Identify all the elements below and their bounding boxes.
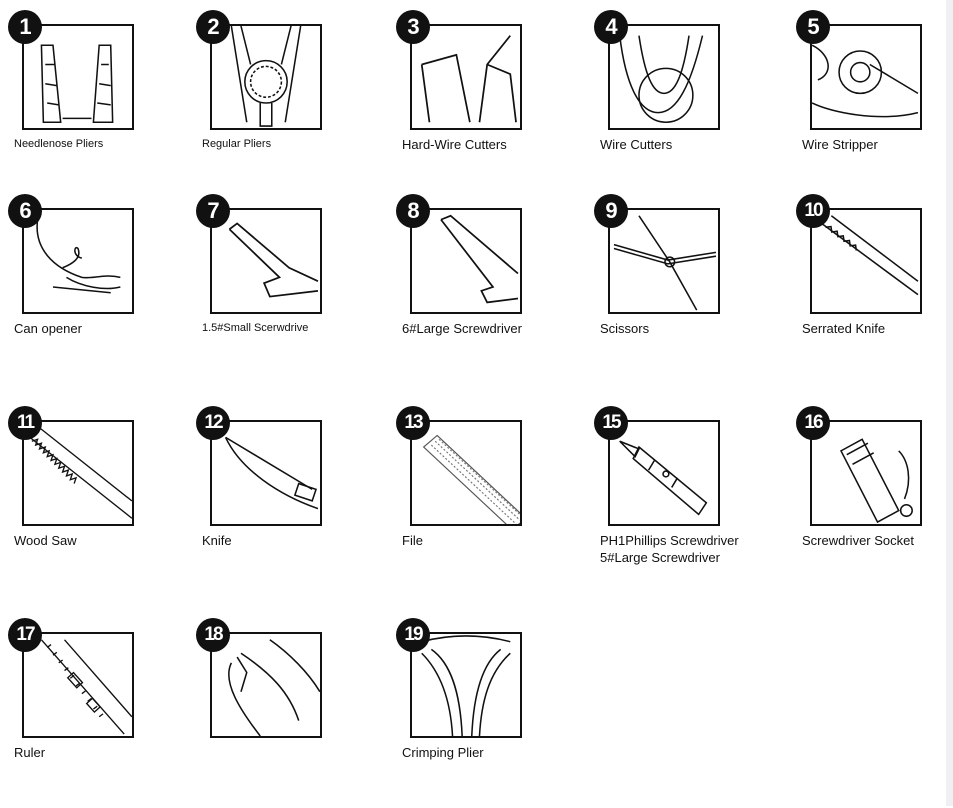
tool-number-badge: 16 <box>796 406 830 440</box>
large-screwdriver-icon <box>410 208 522 314</box>
tool-label: Scissors <box>600 321 650 336</box>
tool-label: Wire Stripper <box>802 137 878 152</box>
tool-label-secondary: 5#Large Screwdriver <box>600 550 720 565</box>
tool-number-badge: 7 <box>196 194 230 228</box>
wire-stripper-icon <box>810 24 922 130</box>
tool-number-badge: 17 <box>8 618 42 652</box>
tool-number-badge: 13 <box>396 406 430 440</box>
tool-tile-11: 11 Wood Saw <box>8 406 193 596</box>
tool-tile-4: 4 Wire Cutters <box>594 10 779 200</box>
screwdriver-socket-icon <box>810 420 922 526</box>
tool-tile-18: 18 <box>196 618 381 808</box>
hard-wire-cutters-icon <box>410 24 522 130</box>
crimping-plier-icon <box>410 632 522 738</box>
tool-label: Ruler <box>14 745 46 760</box>
tool-tile-15: 15 PH1Phillips Screwdriver 5#Large Screw… <box>594 406 779 596</box>
tool-tile-5: 5 Wire Stripper <box>796 10 953 200</box>
tool-number-badge: 9 <box>594 194 628 228</box>
tool-label: File <box>402 533 423 548</box>
tool-label: Crimping Plier <box>402 745 484 760</box>
tool-label: Can opener <box>14 321 82 336</box>
tool-tile-10: 10 Serrated Knife <box>796 194 953 384</box>
tool-tile-7: 7 1.5#Small Scerwdrive <box>196 194 381 384</box>
tool-number-badge: 12 <box>196 406 230 440</box>
tool-number-badge: 18 <box>196 618 230 652</box>
tool-label: Knife <box>202 533 232 548</box>
tool-label: 6#Large Screwdriver <box>402 321 522 336</box>
tool-tile-8: 8 6#Large Screwdriver <box>396 194 581 384</box>
tool-number-badge: 6 <box>8 194 42 228</box>
tool-number-badge: 5 <box>796 10 830 44</box>
tool-label: Hard-Wire Cutters <box>402 137 507 152</box>
tool-tile-12: 12 Knife <box>196 406 381 596</box>
tool-label: PH1Phillips Screwdriver <box>600 533 739 548</box>
tool-label: 1.5#Small Scerwdrive <box>202 322 309 334</box>
phillips-screwdriver-icon <box>608 420 720 526</box>
tool-label: Wood Saw <box>14 533 77 548</box>
tool-label: Wire Cutters <box>600 137 673 152</box>
tool-label: Regular Pliers <box>202 138 272 150</box>
tool-number-badge: 1 <box>8 10 42 44</box>
can-opener-icon <box>22 208 134 314</box>
tool-label: Needlenose Pliers <box>14 138 104 150</box>
tool-tile-2: 2 Regular Pliers <box>196 10 381 200</box>
pliers-closeup-icon <box>210 632 322 738</box>
scissors-icon <box>608 208 720 314</box>
knife-icon <box>210 420 322 526</box>
tool-number-badge: 4 <box>594 10 628 44</box>
file-icon <box>410 420 522 526</box>
wire-cutters-icon <box>608 24 720 130</box>
wood-saw-icon <box>22 420 134 526</box>
tool-tile-1: 1 Needlenose Pliers <box>8 10 193 200</box>
small-screwdriver-icon <box>210 208 322 314</box>
tool-number-badge: 19 <box>396 618 430 652</box>
tool-number-badge: 2 <box>196 10 230 44</box>
tool-tile-9: 9 Scissors <box>594 194 779 384</box>
tool-label: Screwdriver Socket <box>802 533 914 548</box>
serrated-knife-icon <box>810 208 922 314</box>
needlenose-pliers-icon <box>22 24 134 130</box>
right-edge-strip <box>946 0 953 806</box>
ruler-icon <box>22 632 134 738</box>
tool-tile-17: 17 Ruler <box>8 618 193 808</box>
tool-tile-6: 6 Can opener <box>8 194 193 384</box>
tool-number-badge: 10 <box>796 194 830 228</box>
tool-number-badge: 3 <box>396 10 430 44</box>
tool-label: Serrated Knife <box>802 321 886 336</box>
regular-pliers-icon <box>210 24 322 130</box>
tool-tile-3: 3 Hard-Wire Cutters <box>396 10 581 200</box>
tool-number-badge: 15 <box>594 406 628 440</box>
tool-tile-16: 16 Screwdriver Socket <box>796 406 953 596</box>
tool-tile-13: 13 File <box>396 406 581 596</box>
tool-number-badge: 8 <box>396 194 430 228</box>
tool-tile-19: 19 Crimping Plier <box>396 618 581 808</box>
tool-number-badge: 11 <box>8 406 42 440</box>
